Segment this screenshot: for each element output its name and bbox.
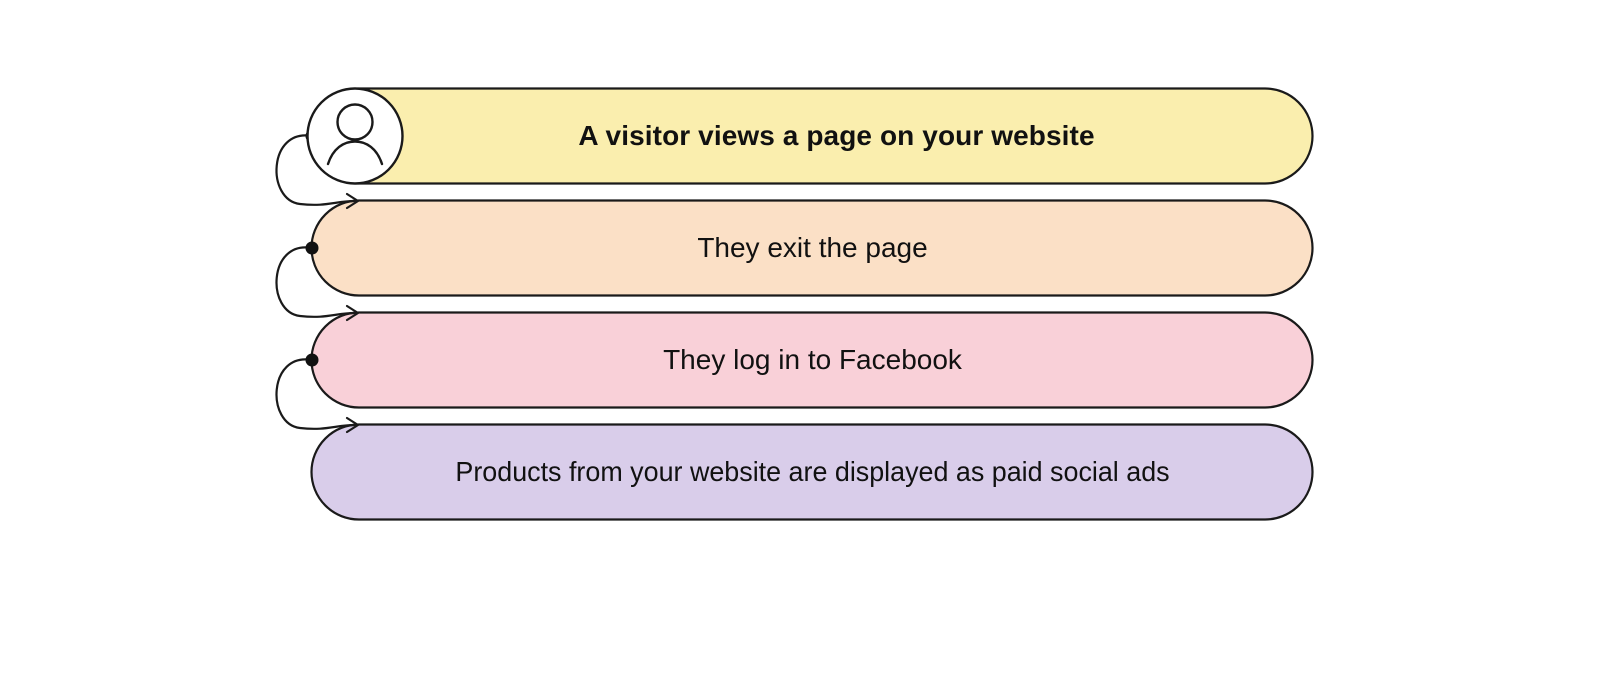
process-flow-diagram [275,87,1314,521]
step-bar-3 [310,311,1314,409]
connector-3-to-4 [275,353,360,434]
step-bar-1 [310,87,1314,185]
connector-2-to-3 [275,241,360,322]
step-bar-4 [310,423,1314,521]
step-bar-2 [310,199,1314,297]
user-avatar-icon [306,87,404,185]
footer: semrush.com SEMRUSH [0,578,1600,698]
